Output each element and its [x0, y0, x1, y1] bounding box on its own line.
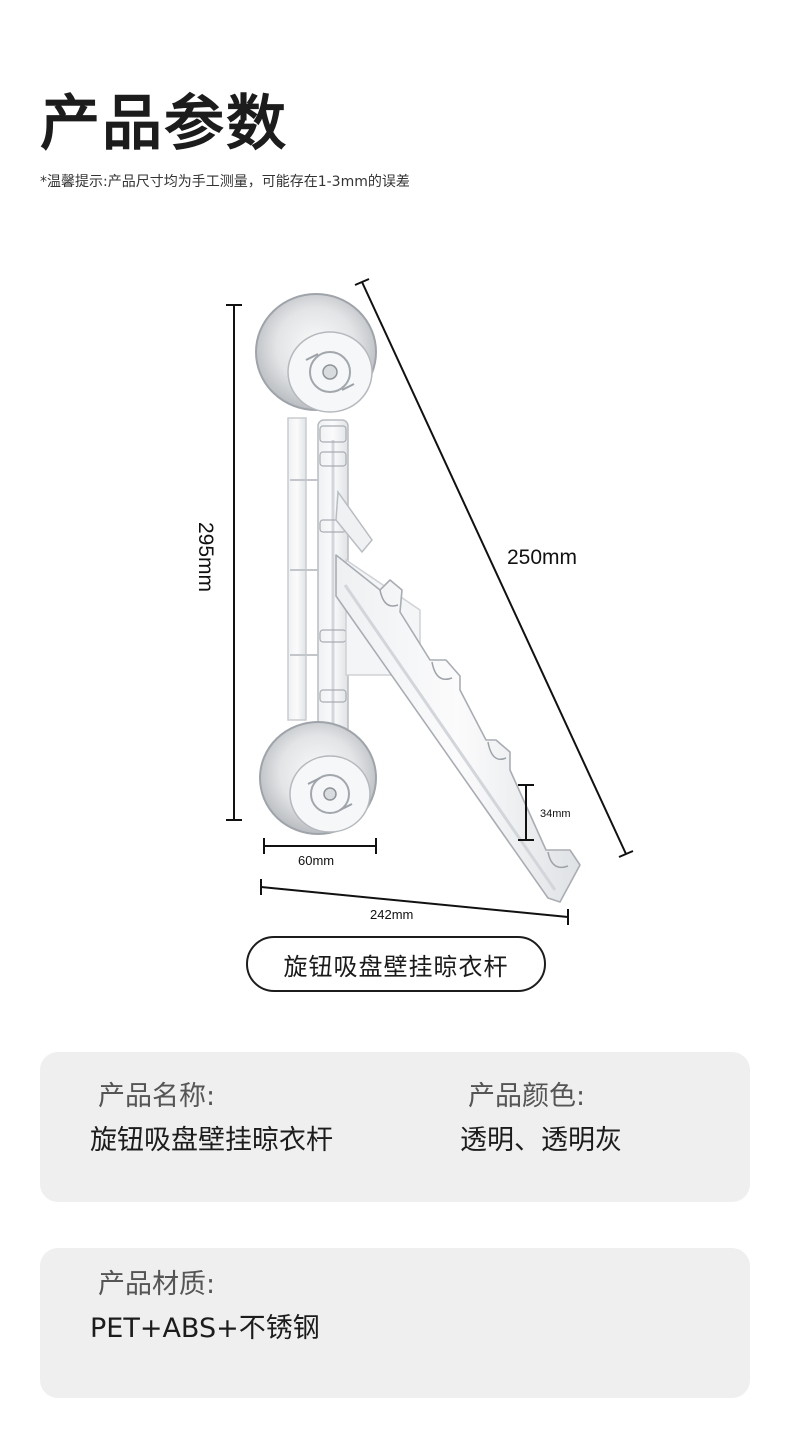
product-name-value: 旋钮吸盘壁挂晾衣杆 [90, 1125, 333, 1156]
height-dimension: 295mm [194, 304, 242, 821]
height-label: 295mm [194, 522, 217, 592]
product-material-field: 产品材质: PET+ABS+不锈钢 [90, 1268, 320, 1346]
width-label: 60mm [298, 853, 334, 868]
page-title: 产品参数 [40, 89, 288, 159]
depth-dimension: 242mm [260, 879, 569, 925]
depth-label: 242mm [370, 907, 413, 922]
product-name-field: 产品名称: 旋钮吸盘壁挂晾衣杆 [90, 1080, 333, 1158]
slot-label: 34mm [540, 808, 571, 820]
product-color-value: 透明、透明灰 [460, 1125, 622, 1156]
product-material-label: 产品材质: [98, 1269, 216, 1300]
spec-card-material: 产品材质: PET+ABS+不锈钢 [40, 1248, 750, 1398]
product-color-field: 产品颜色: 透明、透明灰 [460, 1080, 622, 1158]
measurement-tip: *温馨提示:产品尺寸均为手工测量，可能存在1-3mm的误差 [40, 174, 410, 190]
product-illustration [255, 293, 581, 903]
product-material-value: PET+ABS+不锈钢 [90, 1313, 320, 1344]
width-dimension: 60mm [263, 838, 377, 868]
diagonal-dimension: 250mm [354, 278, 634, 858]
product-name-pill: 旋钮吸盘壁挂晾衣杆 [246, 936, 546, 992]
slot-dimension: 34mm [518, 784, 571, 841]
diagonal-label: 250mm [507, 546, 577, 569]
product-color-label: 产品颜色: [468, 1081, 586, 1112]
product-dimension-diagram: 295mm 250mm [194, 278, 634, 925]
product-name-label: 产品名称: [98, 1081, 216, 1112]
spec-card-name-color: 产品名称: 旋钮吸盘壁挂晾衣杆 产品颜色: 透明、透明灰 [40, 1052, 750, 1202]
